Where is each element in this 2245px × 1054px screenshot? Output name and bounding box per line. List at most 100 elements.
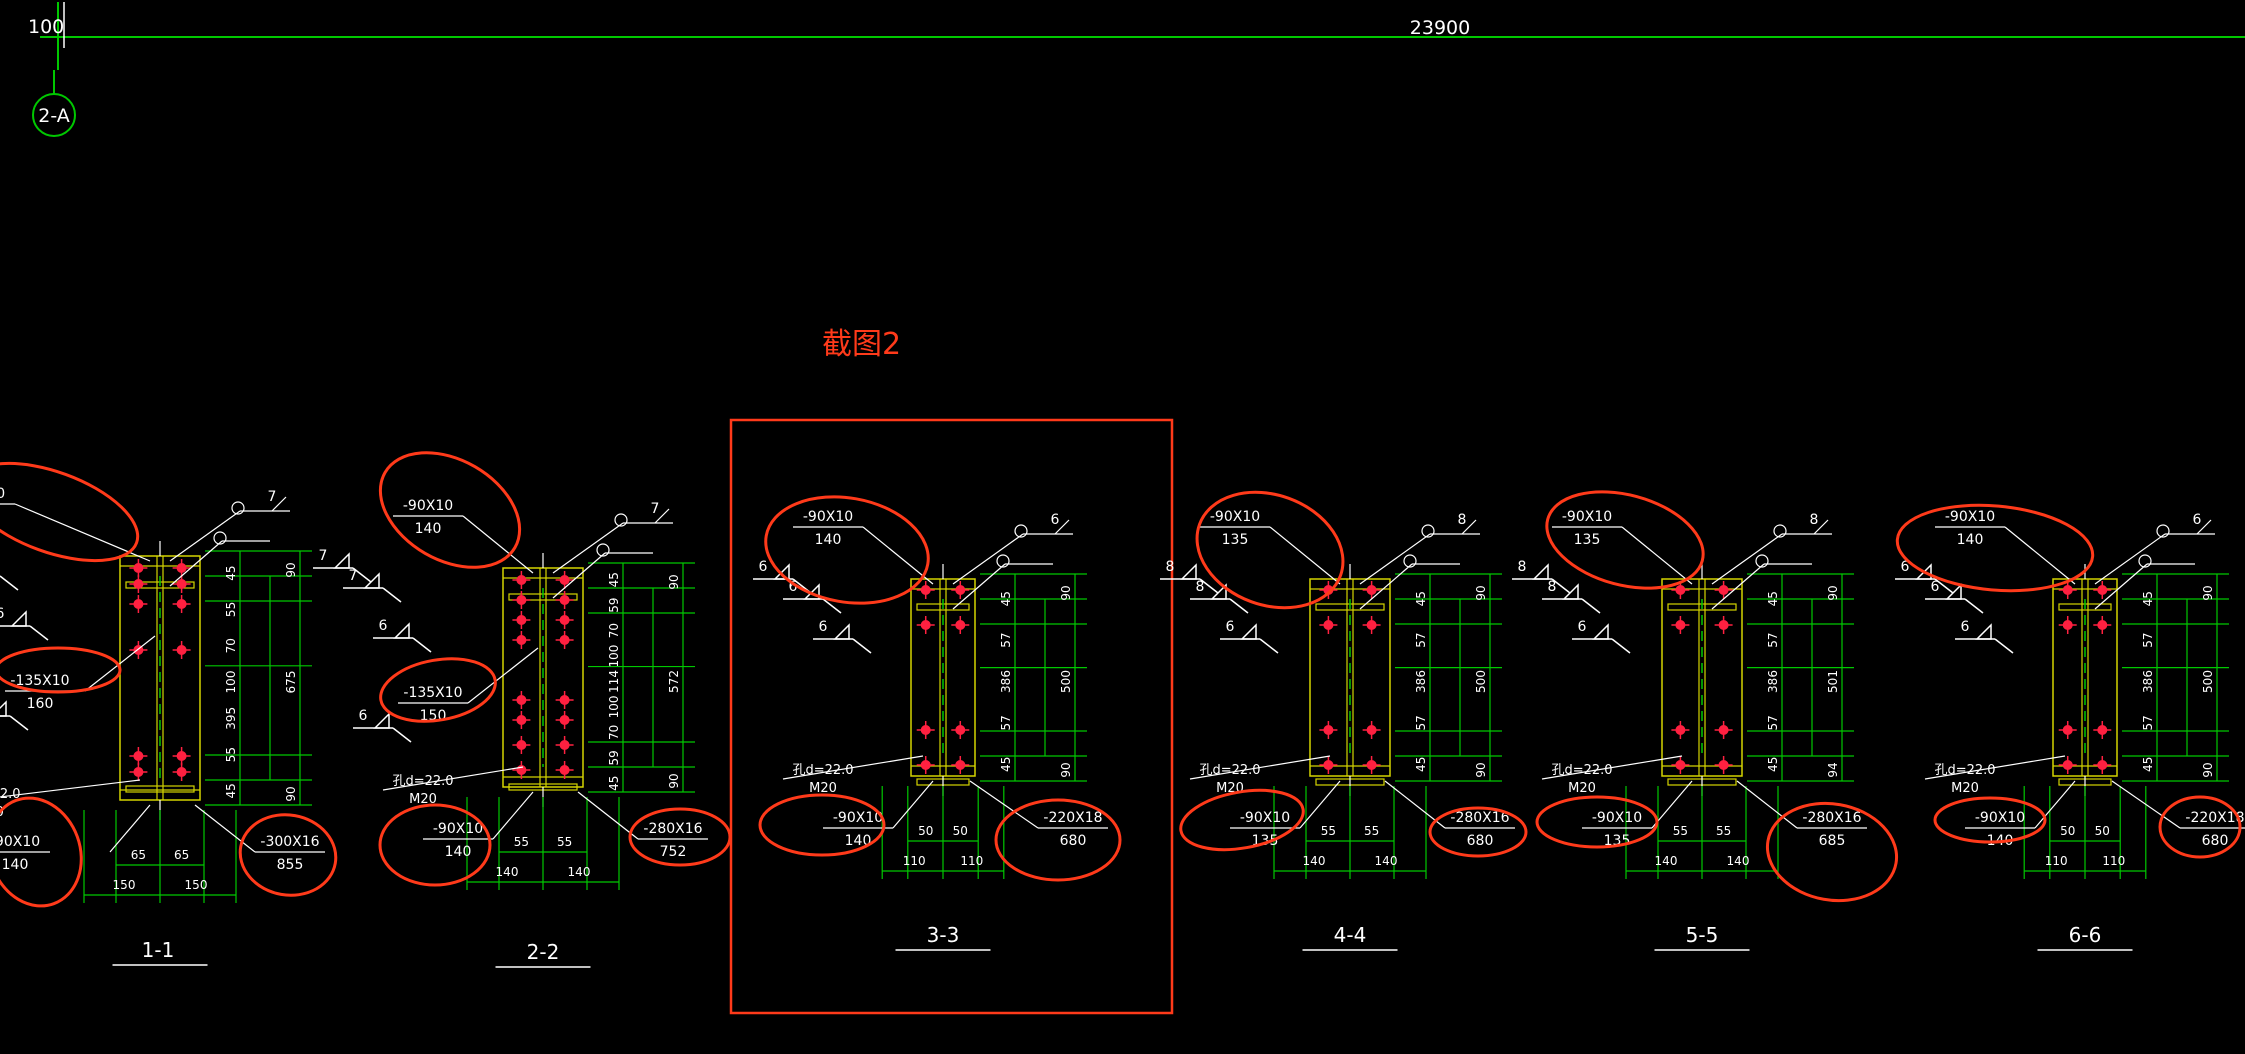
weld-arrow: [352, 567, 372, 583]
top-plate-leader: [14, 503, 151, 562]
section-label: 3-3: [927, 923, 960, 947]
weld-all-around-mark: [231, 501, 245, 515]
weld-size-text: 6: [379, 618, 388, 634]
stiffener-plate: [125, 785, 195, 793]
weld-symbol-flag: [1945, 583, 1962, 600]
annotation-circle-bottom-plate: [1179, 788, 1305, 852]
side-plate-leader: [467, 647, 539, 704]
chain-dimension-text: 100: [607, 645, 621, 668]
bottom-dimension-text: 50: [953, 824, 968, 838]
chain-dimension-text: 57: [2141, 715, 2155, 730]
bottom-dimension-text: 140: [1727, 854, 1750, 868]
side-plate-label-length: 160: [27, 696, 54, 712]
chain-dimension-text: 57: [1414, 632, 1428, 647]
total-dimension-text: 90: [1474, 585, 1488, 600]
bottom-dimension-text: 110: [2045, 854, 2068, 868]
chain-dimension-text: 45: [2141, 757, 2155, 772]
bottom-dimension-text: 150: [113, 878, 136, 892]
annotation-circle-side-plate: [0, 646, 122, 694]
weld-arrow: [1994, 638, 2014, 654]
weld-arrow: [1964, 598, 1984, 614]
total-dimension-text: 90: [667, 773, 681, 788]
dimension-left-text: 100: [28, 16, 64, 38]
bottom-dimension-text: 55: [514, 835, 529, 849]
chain-dimension-text: 45: [1766, 591, 1780, 606]
weld-flag: [271, 496, 287, 512]
chain-dimension-text: 70: [224, 638, 238, 653]
weld-all-around-mark: [1421, 524, 1435, 538]
total-dimension-text: 501: [1826, 670, 1840, 693]
weld-size-text: 8: [1166, 559, 1175, 575]
section-1-1: 45557010039555459067590656515015077677-9…: [0, 461, 338, 966]
end-plate-leader: [969, 780, 1039, 829]
total-dimension-text: 94: [1826, 762, 1840, 777]
top-plate-label-spec: -90X10: [403, 498, 453, 514]
bolt-spec: M20: [0, 805, 4, 820]
end-plate-leader: [577, 791, 639, 840]
top-plate-label-length: 135: [1574, 532, 1601, 548]
annotation-circle-top-plate: [1195, 490, 1345, 610]
weld-leader-right: [552, 522, 624, 574]
bottom-plate-label-spec: -90X10: [1240, 810, 1290, 826]
chain-dimension-text: 386: [999, 670, 1013, 693]
section-label: 1-1: [142, 938, 175, 962]
section-details: 45557010039555459067590656515015077677-9…: [0, 451, 2245, 968]
hole-leader: [0, 779, 141, 798]
bottom-plate-leader: [1299, 780, 1341, 829]
weld-size-text: 6: [1961, 619, 1970, 635]
end-plate-label-spec: -280X16: [1802, 810, 1861, 826]
chain-dimension-text: 100: [224, 671, 238, 694]
end-plate-label-length: 855: [277, 857, 304, 873]
chain-dimension-text: 45: [224, 566, 238, 581]
weld-arrow: [29, 625, 49, 641]
weld-symbol-flag: [393, 622, 410, 639]
end-plate-label-length: 752: [660, 844, 687, 860]
weld-size-text: 7: [319, 548, 328, 564]
weld-all-around-mark: [596, 543, 610, 557]
annotation-circle-top-plate: [1895, 503, 2095, 593]
weld-leader-right: [2094, 533, 2166, 585]
weld-leader-right: [1711, 563, 1765, 610]
total-dimension-text: 90: [1474, 762, 1488, 777]
weld-size-text: 6: [1931, 579, 1940, 595]
weld-symbol-flag: [1975, 623, 1992, 640]
top-plate-label-spec: -90X10: [1945, 509, 1995, 525]
weld-size-text: 6: [0, 606, 5, 622]
end-plate-label-length: 680: [1467, 833, 1494, 849]
annotation-circle-end-plate: [238, 813, 338, 897]
top-plate-label-spec: -90X10: [0, 486, 5, 502]
end-plate-label-spec: -280X16: [1450, 810, 1509, 826]
weld-flag: [1054, 519, 1070, 535]
annotation-circle-end-plate: [994, 798, 1122, 882]
weld-leader-right: [169, 510, 241, 562]
weld-arrow: [822, 598, 842, 614]
bottom-dimension-text: 55: [1321, 824, 1336, 838]
axis-bubble-label: 2-A: [38, 105, 70, 127]
bottom-dimension-text: 50: [2060, 824, 2075, 838]
bolt-hole-spec: 孔d=22.0: [1934, 763, 1995, 778]
weld-flag: [1461, 519, 1477, 535]
top-plate-label-length: 140: [815, 532, 842, 548]
end-plate-leader: [2111, 780, 2181, 829]
weld-symbol-flag: [1562, 583, 1579, 600]
weld-all-around-mark: [2156, 524, 2170, 538]
total-dimension-text: 90: [284, 562, 298, 577]
weld-size-text: 6: [1901, 559, 1910, 575]
bottom-dimension-text: 140: [1303, 854, 1326, 868]
hole-leader: [382, 766, 524, 791]
section-label: 5-5: [1686, 923, 1719, 947]
hole-leader: [1541, 755, 1683, 780]
weld-all-around-mark: [614, 513, 628, 527]
end-plate-label-spec: -220X18: [1043, 810, 1102, 826]
side-plate-label-spec: -135X10: [10, 673, 69, 689]
weld-arrow: [1229, 598, 1249, 614]
weld-size-text: 8: [1548, 579, 1557, 595]
weld-size-text: 7: [268, 489, 277, 505]
top-plate-label-length: 140: [415, 521, 442, 537]
annotation-circle-top-plate: [1545, 490, 1705, 590]
bottom-plate-label-spec: -90X10: [1975, 810, 2025, 826]
bottom-plate-label-length: 140: [2, 857, 29, 873]
weld-size-text: 7: [349, 568, 358, 584]
chain-dimension-text: 55: [224, 747, 238, 762]
